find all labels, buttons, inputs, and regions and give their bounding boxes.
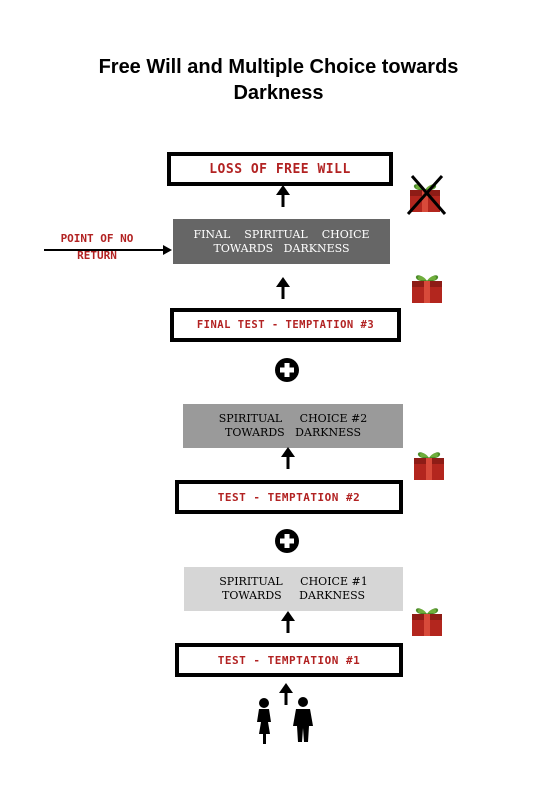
final-test-box: FINAL TEST - TEMPTATION #3: [170, 308, 401, 342]
gift-icon: [414, 452, 444, 480]
crossed-gift-icon: [406, 174, 447, 216]
loss-of-free-will-box: LOSS OF FREE WILL: [167, 152, 393, 186]
spiritual-choice-2-box: SPIRITUAL CHOICE #2 TOWARDS DARKNESS: [183, 404, 403, 448]
arrow-up-icon: [277, 681, 295, 707]
test-1-box: TEST - TEMPTATION #1: [175, 643, 403, 677]
choice2-line-1: SPIRITUAL CHOICE #2: [218, 412, 368, 425]
arrow-up-icon: [274, 275, 292, 301]
spiritual-choice-1-box: SPIRITUAL CHOICE #1 TOWARDS DARKNESS: [184, 567, 403, 611]
arrow-up-icon: [279, 445, 297, 471]
title-line-2: Darkness: [233, 82, 324, 104]
plus-circle-icon: [275, 358, 299, 382]
side-label-line-2: RETURN: [77, 249, 117, 262]
choice1-line-1: SPIRITUAL CHOICE #1: [219, 575, 368, 588]
side-label-line-1: POINT OF NO: [60, 232, 134, 245]
final-spiritual-choice-box: FINAL SPIRITUAL CHOICE TOWARDS DARKNESS: [173, 219, 390, 264]
plus-circle-icon: [275, 529, 299, 553]
test2-label: TEST - TEMPTATION #2: [217, 490, 361, 504]
diagram-title: Free Will and Multiple Choice towards Da…: [0, 54, 557, 106]
title-line-1: Free Will and Multiple Choice towards: [98, 56, 459, 78]
final-choice-line-1: FINAL SPIRITUAL CHOICE: [193, 227, 370, 241]
final-choice-line-2: TOWARDS DARKNESS: [213, 241, 350, 255]
choice1-line-2: TOWARDS DARKNESS: [222, 589, 365, 602]
gift-icon: [412, 608, 442, 636]
loss-of-free-will-label: LOSS OF FREE WILL: [209, 161, 351, 177]
people-silhouette-icon: [257, 697, 313, 744]
gift-icon: [412, 275, 442, 303]
point-of-no-return-label: POINT OF NO RETURN: [44, 230, 150, 264]
test-2-box: TEST - TEMPTATION #2: [175, 480, 403, 514]
final-test-label: FINAL TEST - TEMPTATION #3: [196, 319, 375, 331]
choice2-line-2: TOWARDS DARKNESS: [225, 426, 361, 439]
test1-label: TEST - TEMPTATION #1: [217, 653, 361, 667]
point-of-no-return-arrow: [44, 245, 172, 255]
arrow-up-icon: [274, 183, 292, 209]
arrow-up-icon: [279, 609, 297, 635]
